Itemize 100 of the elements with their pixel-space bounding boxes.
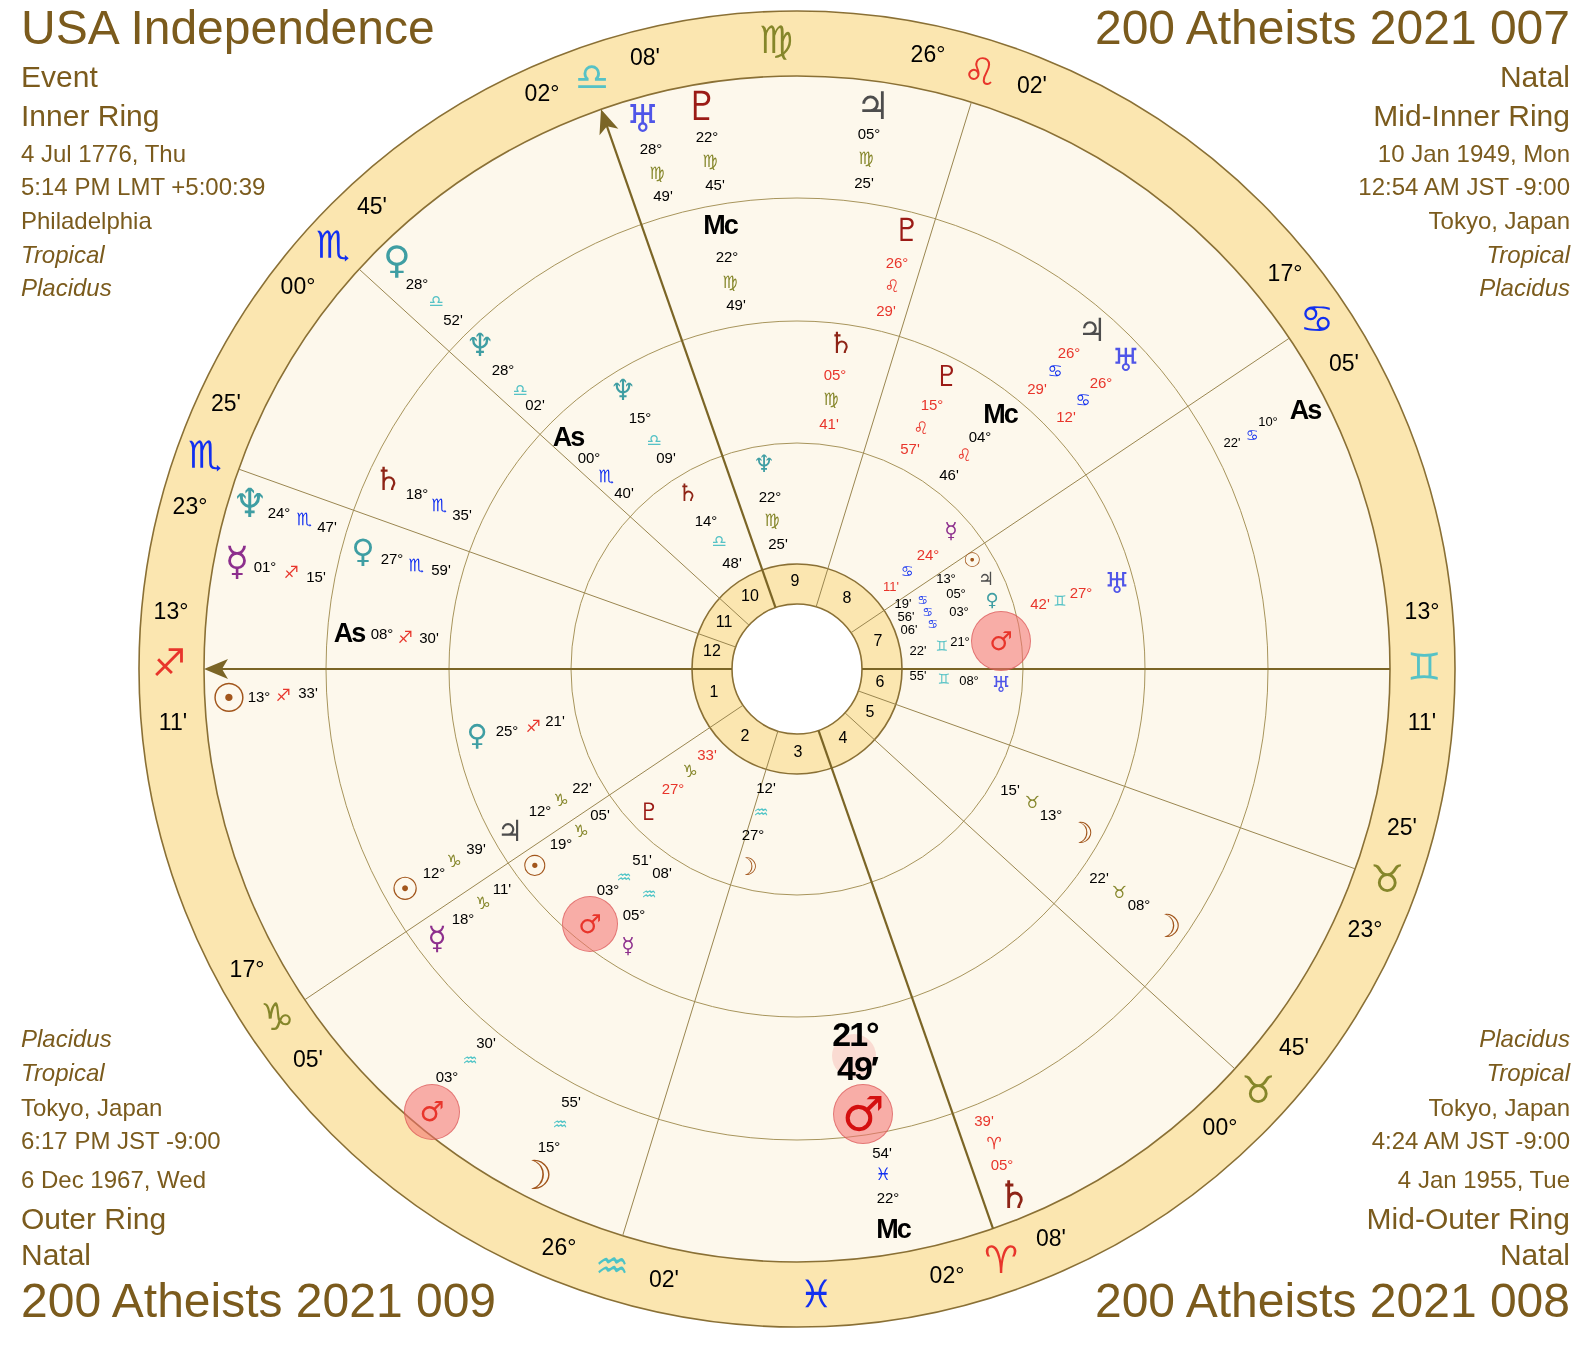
house-number: 10 <box>741 588 759 604</box>
gemini-glyph: ♊ <box>1406 648 1442 686</box>
degree-label: 26° <box>1057 344 1081 360</box>
degree-label: 01° <box>253 558 277 574</box>
degree-label: 05° <box>946 586 966 600</box>
minute-label: 19' <box>894 596 912 610</box>
minute-label: 29' <box>876 302 896 318</box>
aquarius-glyph: ♒ <box>753 803 769 821</box>
cusp-minute-label: 02' <box>1017 73 1047 97</box>
degree-label: 22° <box>695 128 719 144</box>
degree-label: 25° <box>495 722 519 738</box>
chart-name: USA Independence <box>21 4 435 52</box>
minute-label: 42' <box>1030 595 1050 611</box>
virgo-glyph: ♍ <box>702 152 718 170</box>
highlighted-mars-glyph: ♂ <box>971 611 1031 671</box>
cancer-glyph: ♋ <box>1047 362 1063 380</box>
mercury-glyph: ☿ <box>427 922 447 954</box>
minute-label: 15' <box>306 568 326 584</box>
angle-label: Mc <box>983 400 1017 428</box>
gemini-glyph: ♊ <box>1053 593 1067 609</box>
cusp-minute-label: 02' <box>649 1267 679 1291</box>
cusp-minute-label: 45' <box>1279 1035 1309 1059</box>
ring-label: Mid-Outer Ring <box>1366 1204 1570 1234</box>
neptune-glyph: ♆ <box>232 483 268 523</box>
minute-label: 22' <box>572 779 592 795</box>
pluto-glyph: ♇ <box>638 800 660 824</box>
saturn-glyph: ♄ <box>373 463 403 495</box>
pluto-glyph: ♇ <box>934 361 960 391</box>
place-label: Philadelphia <box>21 209 152 233</box>
cusp-minute-label: 05' <box>293 1047 323 1071</box>
cusp-degree-label: 02° <box>929 1263 965 1287</box>
house-number: 9 <box>790 573 800 589</box>
cusp-minute-label: 45' <box>357 194 387 218</box>
cancer-glyph: ♋ <box>1075 391 1091 409</box>
cusp-minute-label: 08' <box>1036 1226 1066 1250</box>
capricorn-glyph: ♑ <box>475 894 491 912</box>
aries-glyph: ♈ <box>986 1134 1002 1152</box>
degree-label: 21° <box>832 1017 878 1051</box>
degree-label: 12° <box>422 864 446 880</box>
minute-label: 22' <box>909 643 927 657</box>
libra-glyph: ♎ <box>512 381 528 399</box>
chart-type-label: Natal <box>1499 62 1570 92</box>
minute-label: 05' <box>590 806 610 822</box>
place-label: Tokyo, Japan <box>1428 1096 1570 1120</box>
degree-label: 27° <box>661 780 685 796</box>
minute-label: 57' <box>900 440 920 456</box>
sun-glyph: ☉ <box>522 851 548 881</box>
mercury-glyph: ☿ <box>224 541 250 581</box>
aquarius-glyph: ♒ <box>552 1115 568 1133</box>
minute-label: 11' <box>492 880 512 896</box>
minute-label: 30' <box>476 1034 496 1050</box>
capricorn-glyph: ♑ <box>446 852 462 870</box>
chart-type-label: Natal <box>21 1240 92 1270</box>
libra-glyph: ♎ <box>646 431 662 449</box>
taurus-glyph: ♉ <box>1240 1071 1276 1109</box>
house-number: 7 <box>873 633 883 649</box>
minute-label: 21' <box>545 712 565 728</box>
house-system-label: Placidus <box>21 276 112 300</box>
degree-label: 28° <box>639 140 663 156</box>
degree-label: 00° <box>577 449 601 465</box>
degree-label: 05° <box>622 906 646 922</box>
leo-glyph: ♌ <box>962 53 998 91</box>
degree-label: 03° <box>949 604 969 618</box>
degree-label: 08° <box>1127 896 1151 912</box>
minute-label: 33' <box>298 684 318 700</box>
degree-label: 21° <box>950 634 970 648</box>
date-label: 6 Dec 1967, Wed <box>21 1168 206 1192</box>
venus-glyph: ♀ <box>466 720 488 750</box>
minute-label: 22' <box>1223 435 1241 449</box>
time-label: 6:17 PM JST -9:00 <box>21 1129 221 1153</box>
house-number: 4 <box>838 730 848 746</box>
degree-label: 18° <box>451 910 475 926</box>
date-label: 4 Jan 1955, Tue <box>1397 1168 1570 1192</box>
house-number: 3 <box>793 744 803 760</box>
minute-label: 25' <box>768 535 788 551</box>
ring-label: Mid-Inner Ring <box>1373 101 1570 131</box>
scorpio-glyph: ♏ <box>408 556 424 574</box>
degree-label: 27° <box>1069 584 1093 600</box>
cusp-degree-label: 13° <box>153 599 189 623</box>
highlighted-mars-glyph: ♂ <box>833 1084 893 1144</box>
zodiac-type-label: Tropical <box>1486 243 1570 267</box>
minute-label: 49′ <box>837 1051 877 1085</box>
degree-label: 12° <box>528 802 552 818</box>
degree-label: 15° <box>920 396 944 412</box>
scorpio-glyph: ♏ <box>431 496 447 514</box>
minute-label: 12' <box>1056 408 1076 424</box>
degree-label: 26° <box>885 254 909 270</box>
minute-label: 39' <box>974 1112 994 1128</box>
house-number: 8 <box>842 590 852 606</box>
date-label: 4 Jul 1776, Thu <box>21 142 186 166</box>
uranus-glyph: ♅ <box>625 100 661 138</box>
minute-label: 54' <box>872 1144 892 1160</box>
cancer-glyph: ♋ <box>1299 300 1335 338</box>
house-system-label: Placidus <box>1479 276 1570 300</box>
angle-label: As <box>1289 396 1321 424</box>
virgo-glyph: ♍ <box>758 21 794 59</box>
house-number: 12 <box>703 643 721 659</box>
aquarius-glyph: ♒ <box>462 1051 478 1069</box>
degree-label: 05° <box>823 366 847 382</box>
zodiac-type-label: Tropical <box>21 243 105 267</box>
